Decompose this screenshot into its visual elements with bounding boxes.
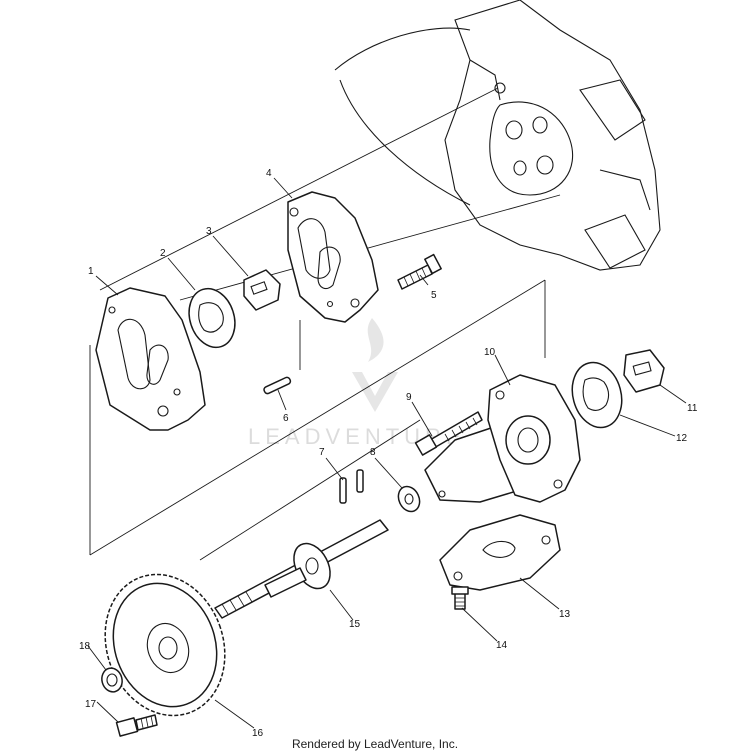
inner-rotor-11: [623, 349, 665, 393]
drive-gear-16: [104, 573, 226, 717]
callout-14: 14: [496, 640, 508, 651]
callout-5: 5: [431, 290, 437, 301]
callout-18: 18: [79, 641, 91, 652]
pump-housing-10: [424, 374, 581, 503]
callout-12: 12: [676, 433, 688, 444]
callout-leaders: [87, 177, 687, 729]
inner-rotor-part: [243, 269, 281, 311]
callout-16: 16: [252, 728, 264, 739]
callout-8: 8: [370, 447, 376, 458]
callout-9: 9: [406, 392, 412, 403]
oil-screen-13: [439, 514, 561, 591]
callout-6: 6: [283, 413, 289, 424]
callout-numbers: 1 2 3 4 5 6 7 8 9 10 11 12 13 14 15 16 1…: [79, 168, 698, 739]
pump-cover-plate: [287, 191, 379, 323]
callout-17: 17: [85, 699, 97, 710]
washer-18: [101, 667, 123, 693]
crankcase-housing: [334, 0, 661, 271]
dowel-pin-6: [263, 376, 292, 395]
callout-15: 15: [349, 619, 361, 630]
outer-rotor-12: [571, 361, 623, 429]
pump-shaft-15: [214, 519, 389, 619]
callout-13: 13: [559, 609, 571, 620]
bolt-part-5: [397, 253, 442, 290]
washer-8: [397, 485, 421, 513]
pins-7: [339, 469, 364, 504]
callout-11: 11: [687, 403, 698, 414]
rendered-by-footer: Rendered by LeadVenture, Inc.: [291, 737, 459, 751]
callout-2: 2: [160, 248, 166, 259]
callout-10: 10: [484, 347, 496, 358]
gear-bolt-17: [115, 714, 158, 737]
screw-14: [451, 586, 469, 610]
callout-3: 3: [206, 226, 212, 237]
callout-1: 1: [88, 266, 94, 277]
pump-body-part: [95, 287, 206, 431]
long-bolt-9: [414, 411, 483, 456]
callout-4: 4: [266, 168, 272, 179]
callout-7: 7: [319, 447, 325, 458]
outer-rotor-part: [188, 287, 236, 349]
